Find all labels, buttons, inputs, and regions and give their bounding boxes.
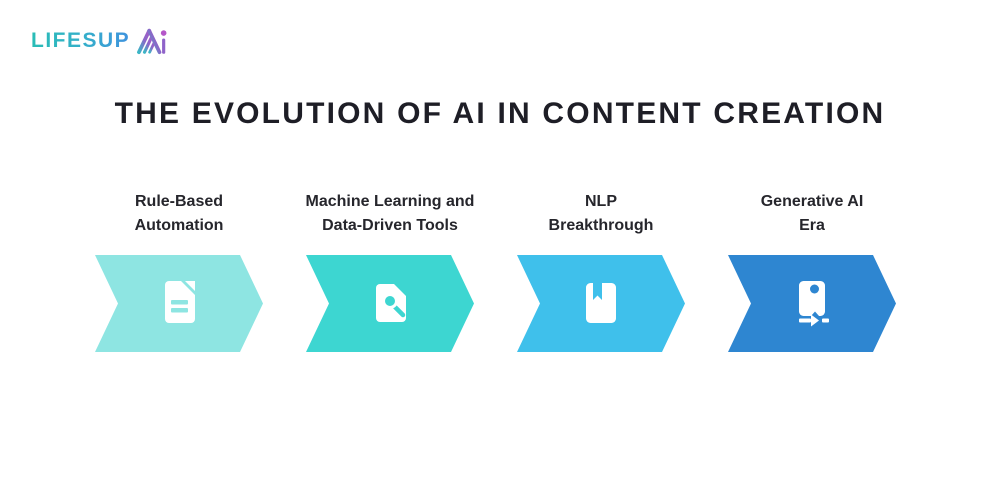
stage-arrow	[728, 255, 896, 352]
stage-machine-learning: Machine Learning and Data-Driven Tools	[306, 188, 474, 352]
ai-monogram-icon	[137, 28, 167, 55]
stage-label-line2: Breakthrough	[548, 217, 654, 234]
book-bookmark-icon	[586, 283, 616, 323]
stage-label-line1: Rule-Based	[134, 193, 224, 210]
stage-label: Rule-Based Automation	[49, 190, 309, 238]
stage-label-line1: NLP	[585, 193, 617, 210]
stage-label: Generative AI Era	[682, 190, 942, 238]
stage-arrow	[95, 255, 263, 352]
monogram-dot	[161, 30, 167, 36]
stage-label-line2: Era	[799, 217, 825, 234]
stage-label-line1: Generative AI	[760, 193, 864, 210]
stage-arrow	[306, 255, 474, 352]
stage-rule-based-automation: Rule-Based Automation	[95, 188, 263, 352]
logo-text: LIFESUP	[31, 29, 131, 52]
stage-label: Machine Learning and Data-Driven Tools	[260, 190, 520, 238]
stage-label-line1: Machine Learning and	[305, 193, 475, 210]
stage-arrow	[517, 255, 685, 352]
drive-export-icon	[799, 281, 829, 327]
stage-generative-ai: Generative AI Era	[728, 188, 896, 352]
logo: LIFESUP	[31, 27, 168, 55]
document-icon	[165, 281, 195, 323]
stage-label-line2: Data-Driven Tools	[322, 217, 458, 234]
stage-label-line2: Automation	[134, 217, 224, 234]
page-title: THE EVOLUTION OF AI IN CONTENT CREATION	[114, 97, 886, 130]
stage-label: NLP Breakthrough	[471, 190, 731, 238]
stage-nlp-breakthrough: NLP Breakthrough	[517, 188, 685, 352]
document-search-icon	[376, 284, 406, 322]
